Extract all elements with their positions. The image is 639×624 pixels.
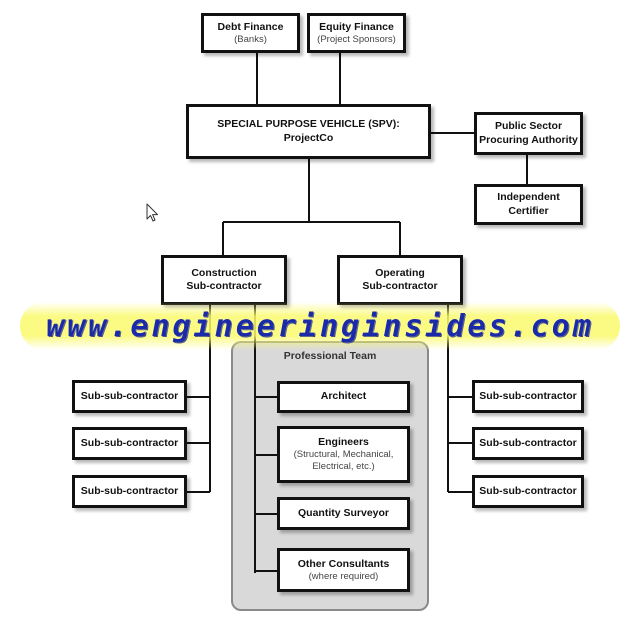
operating-line2: Sub-contractor — [362, 280, 438, 292]
public-sector-line2: Procuring Authority — [479, 133, 578, 146]
engineers-box: Engineers (Structural, Mechanical, Elect… — [277, 426, 410, 483]
right-sub-sub-label-3: Sub-sub-contractor — [479, 484, 577, 497]
public-sector-box: Public Sector Procuring Authority — [474, 112, 583, 155]
right-sub-sub-contractor-2: Sub-sub-contractor — [472, 427, 584, 460]
other-consultants-title: Other Consultants — [297, 557, 390, 570]
spv-title-line1: SPECIAL PURPOSE VEHICLE (SPV): — [217, 118, 400, 131]
operating-subcontractor-box: Operating Sub-contractor — [337, 255, 463, 305]
equity-finance-box: Equity Finance (Project Sponsors) — [307, 13, 406, 53]
left-sub-sub-label-2: Sub-sub-contractor — [80, 436, 179, 449]
website-watermark: www.engineeringinsides.com — [20, 302, 620, 350]
construction-subcontractor-box: Construction Sub-contractor — [161, 255, 287, 305]
construction-line1: Construction — [191, 266, 257, 279]
spv-title-line2: ProjectCo — [283, 131, 334, 144]
quantity-surveyor-box: Quantity Surveyor — [277, 497, 410, 530]
equity-finance-title: Equity Finance — [319, 20, 394, 33]
right-sub-sub-label-1: Sub-sub-contractor — [479, 389, 577, 402]
independent-certifier-box: Independent Certifier — [474, 184, 583, 225]
certifier-line1: Independent — [497, 191, 560, 204]
right-sub-sub-label-2: Sub-sub-contractor — [479, 436, 577, 449]
engineers-title: Engineers — [318, 436, 369, 449]
left-sub-sub-contractor-3: Sub-sub-contractor — [72, 475, 187, 508]
other-consultants-sub: (where required) — [308, 570, 379, 582]
left-sub-sub-contractor-1: Sub-sub-contractor — [72, 380, 187, 413]
architect-box: Architect — [277, 381, 410, 413]
other-consultants-box: Other Consultants (where required) — [277, 548, 410, 592]
right-sub-sub-contractor-1: Sub-sub-contractor — [472, 380, 584, 413]
quantity-surveyor-title: Quantity Surveyor — [297, 506, 390, 519]
certifier-line2: Certifier — [508, 204, 549, 217]
equity-finance-sub: (Project Sponsors) — [317, 33, 396, 45]
engineers-sub-line2: Electrical, etc.) — [312, 461, 375, 473]
operating-line1: Operating — [375, 266, 425, 279]
professional-team-title: Professional Team — [283, 350, 377, 362]
right-sub-sub-contractor-3: Sub-sub-contractor — [472, 475, 584, 508]
debt-finance-box: Debt Finance (Banks) — [201, 13, 300, 53]
debt-finance-title: Debt Finance — [217, 20, 284, 33]
mouse-cursor-icon — [146, 203, 158, 222]
construction-line2: Sub-contractor — [186, 280, 262, 292]
spv-box: SPECIAL PURPOSE VEHICLE (SPV): ProjectCo — [186, 104, 431, 159]
architect-title: Architect — [320, 390, 367, 403]
left-sub-sub-label-1: Sub-sub-contractor — [80, 389, 179, 402]
debt-finance-sub: (Banks) — [234, 33, 267, 45]
left-sub-sub-label-3: Sub-sub-contractor — [80, 484, 179, 497]
engineers-sub-line1: (Structural, Mechanical, — [293, 449, 394, 461]
public-sector-line1: Public Sector — [494, 120, 563, 133]
left-sub-sub-contractor-2: Sub-sub-contractor — [72, 427, 187, 460]
